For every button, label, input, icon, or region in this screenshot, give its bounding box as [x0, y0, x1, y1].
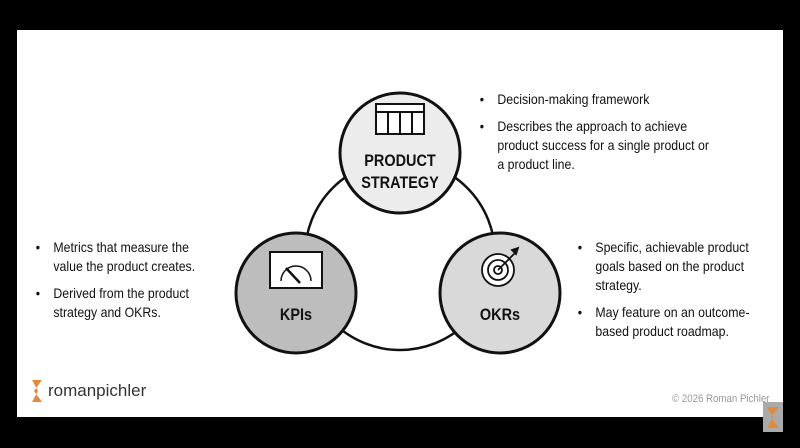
- bullet: Describes the approach to achieve produc…: [478, 117, 716, 174]
- copyright: © 2026 Roman Pichler: [672, 393, 770, 405]
- strategy-label-1: PRODUCT: [364, 151, 436, 170]
- okrs-circle: [438, 231, 562, 355]
- strategy-label-2: STRATEGY: [361, 173, 439, 192]
- kpis-circle: [234, 231, 358, 355]
- bullet: May feature on an outcome-based product …: [576, 303, 774, 341]
- table-icon: [375, 103, 425, 135]
- logo-icon: [32, 380, 42, 402]
- corner-logo-badge: [763, 402, 783, 432]
- kpis-bullets: Metrics that measure the value the produ…: [34, 238, 219, 330]
- bullet: Specific, achievable product goals based…: [576, 238, 774, 295]
- bullet: Metrics that measure the value the produ…: [34, 238, 219, 276]
- bullet: Derived from the product strategy and OK…: [34, 284, 219, 322]
- okrs-label: OKRs: [479, 305, 521, 324]
- target-icon: [481, 246, 520, 287]
- gauge-icon: [269, 251, 323, 289]
- brand-logo: romanpichler: [30, 378, 146, 404]
- brand-name: romanpichler: [48, 381, 147, 400]
- bullet: Decision-making framework: [478, 90, 716, 109]
- strategy-circle: [338, 91, 462, 215]
- okrs-bullets: Specific, achievable product goals based…: [576, 238, 774, 349]
- strategy-bullets: Decision-making frameworkDescribes the a…: [478, 90, 716, 182]
- logo-icon: [767, 407, 779, 428]
- kpis-label: KPIs: [279, 305, 313, 324]
